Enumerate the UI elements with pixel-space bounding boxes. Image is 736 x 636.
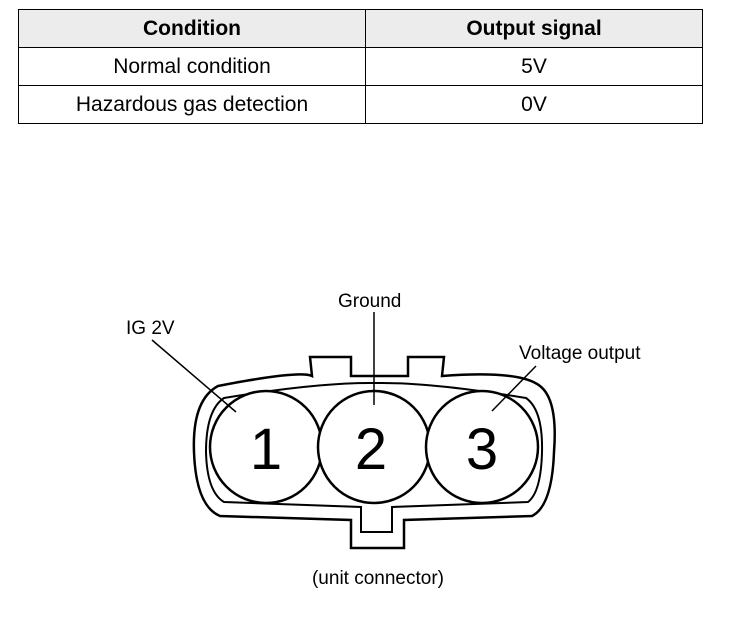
table-row: Hazardous gas detection 0V: [18, 85, 703, 124]
pin-2-number: 2: [355, 417, 387, 482]
pin-3: 3: [424, 389, 540, 505]
pin-1: 1: [208, 389, 324, 505]
cell-signal: 0V: [365, 85, 703, 124]
connector-inner-outline: [204, 381, 544, 533]
leader-line-voltage-output: [491, 365, 537, 412]
header-condition: Condition: [18, 9, 366, 48]
output-signal-table: Condition Output signal Normal condition…: [18, 9, 703, 124]
leader-line-ig2v: [151, 339, 237, 413]
table-header-row: Condition Output signal: [18, 9, 703, 48]
pin-1-number: 1: [250, 417, 282, 482]
label-ig2v: IG 2V: [126, 318, 175, 339]
cell-condition: Hazardous gas detection: [18, 85, 366, 124]
label-voltage-output: Voltage output: [519, 343, 641, 364]
table-row: Normal condition 5V: [18, 47, 703, 86]
header-output-signal: Output signal: [365, 9, 703, 48]
caption-unit-connector: (unit connector): [312, 568, 444, 589]
cell-condition: Normal condition: [18, 47, 366, 86]
connector-housing: [192, 355, 556, 550]
pin-2: 2: [316, 389, 432, 505]
label-ground: Ground: [338, 291, 401, 312]
pin-3-number: 3: [466, 417, 498, 482]
